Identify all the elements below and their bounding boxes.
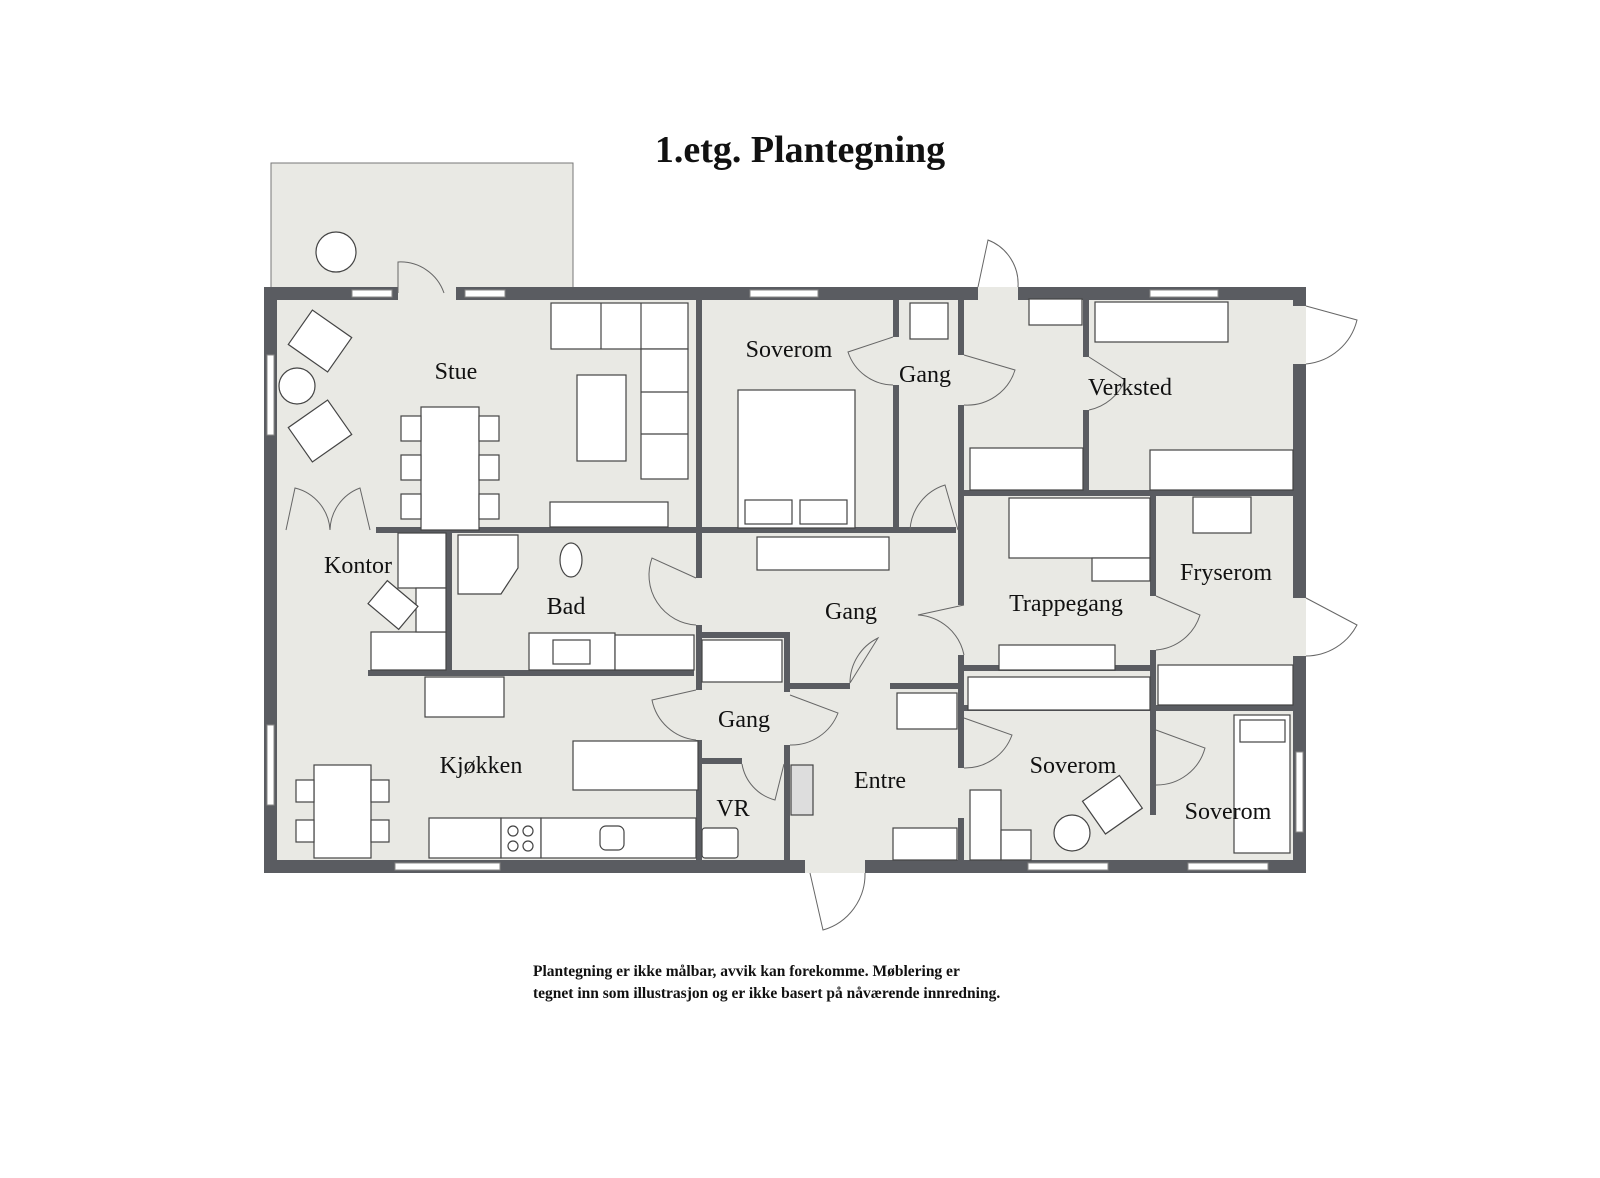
plan-title: 1.etg. Plantegning xyxy=(654,129,946,171)
windows xyxy=(266,289,1304,871)
room-label-gang-small: Gang xyxy=(718,707,770,733)
room-label-bad: Bad xyxy=(547,594,586,620)
terrace xyxy=(270,162,574,292)
room-label-stue: Stue xyxy=(435,359,478,385)
room-label-entre: Entre xyxy=(854,768,906,794)
disclaimer: Plantegning er ikke målbar, avvik kan fo… xyxy=(533,961,1000,1005)
room-label-fryserom: Fryserom xyxy=(1180,560,1272,586)
door-swings xyxy=(285,239,1358,931)
room-label-soverom-2: Soverom xyxy=(1030,753,1117,779)
room-label-trappegang: Trappegang xyxy=(1009,591,1123,617)
room-label-kontor: Kontor xyxy=(324,553,392,579)
furniture xyxy=(278,231,1294,861)
door-openings xyxy=(398,287,1306,873)
room-label-verksted: Verksted xyxy=(1088,375,1172,401)
room-label-gang-central: Gang xyxy=(825,599,877,625)
room-label-kjokken: Kjøkken xyxy=(440,753,523,779)
disclaimer-line-2: tegnet inn som illustrasjon og er ikke b… xyxy=(533,985,1001,1002)
room-label-gang-north: Gang xyxy=(899,362,951,388)
room-label-vr: VR xyxy=(716,796,749,822)
room-label-soverom-3: Soverom xyxy=(1185,799,1272,825)
room-label-soverom-1: Soverom xyxy=(746,337,833,363)
terrace-table xyxy=(315,231,357,273)
disclaimer-line-1: Plantegning er ikke målbar, avvik kan fo… xyxy=(533,963,960,980)
room-labels: Stue Soverom Gang Verksted Kontor Bad Ga… xyxy=(324,337,1272,825)
